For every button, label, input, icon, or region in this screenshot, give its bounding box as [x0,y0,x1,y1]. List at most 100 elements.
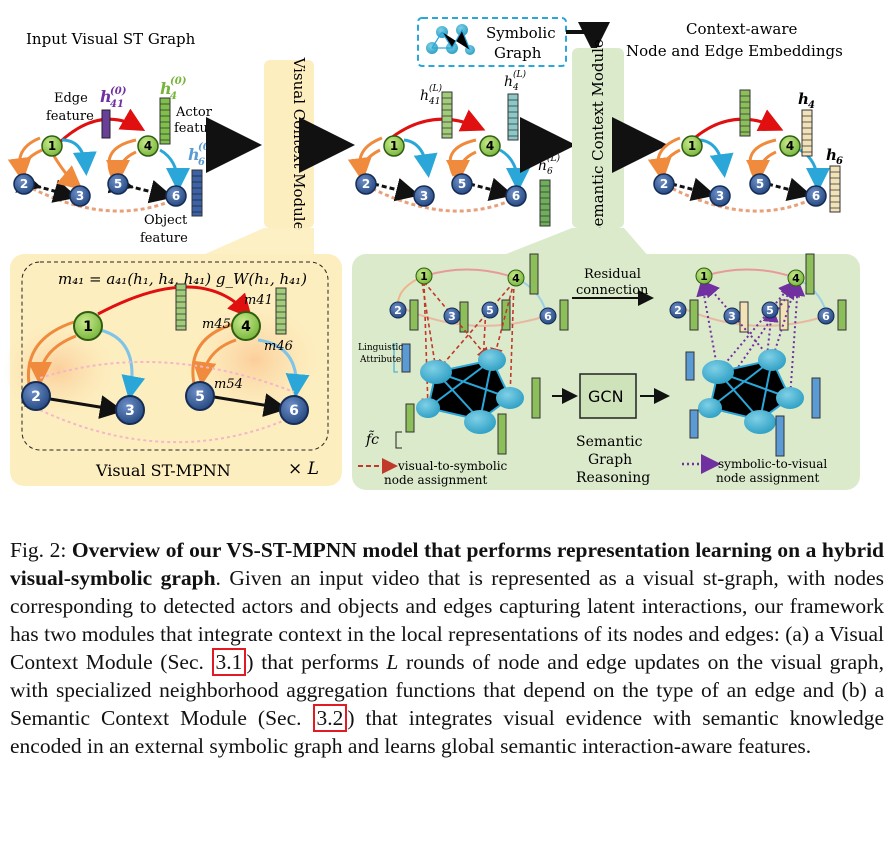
object-feature-vector [191,169,203,217]
svg-text:(L): (L) [547,153,560,164]
h4-output-label: h [798,90,809,108]
svg-text:4: 4 [786,139,794,153]
m45-label: m45 [202,317,231,332]
svg-text:2: 2 [31,389,41,405]
svg-text:4: 4 [512,272,520,285]
svg-text:Graph: Graph [494,44,542,62]
svg-text:connection: connection [576,283,649,298]
svg-text:6: 6 [544,310,552,323]
middle-nodes: 1 4 2 3 5 6 [355,135,527,207]
output-feature-vectors [739,89,841,213]
svg-text:3: 3 [716,189,724,203]
h6-L-label: h [538,158,547,174]
m46-label: m46 [264,339,293,354]
svg-text:3: 3 [125,403,135,419]
semantic-context-module-box: Semantic Context Module [572,39,624,237]
svg-text:6: 6 [198,157,205,168]
symbolic-graph-box: Symbolic Graph [417,17,567,67]
actor-feature-vector [159,97,171,145]
svg-text:4: 4 [808,100,815,111]
semantic-panel-nodes: 1 4 2 3 5 6 1 4 2 3 5 6 [389,267,835,325]
svg-text:6: 6 [822,310,830,323]
h6-0-label: h [188,145,200,164]
linguistic-attribute-label: Linguistic [358,343,403,353]
svg-text:1: 1 [83,319,93,335]
arrow-symbolic-to-scm [566,22,610,54]
svg-text:4: 4 [512,83,519,93]
h6-output-label: h [826,146,837,164]
section-ref-3-1[interactable]: 3.1 [211,648,247,676]
overview-figure: Input Visual ST Graph 1 4 2 3 5 6 Edge f… [2,17,860,490]
svg-text:1: 1 [420,270,428,283]
visual-st-mpnn-label: Visual ST-MPNN [95,461,231,480]
svg-text:41: 41 [110,99,124,110]
edge-feature-label: Edge [54,91,88,106]
svg-text:node assignment: node assignment [716,471,819,485]
scm-zoom-wedge [496,228,650,258]
message-equation: m₄₁ = a₄₁(h₁, h₄, h₄₁) g_W(h₁, h₄₁) [58,270,307,288]
svg-text:5: 5 [458,177,466,191]
svg-text:Graph: Graph [588,452,632,468]
section-ref-3-2[interactable]: 3.2 [312,704,348,732]
svg-text:3: 3 [728,310,736,323]
svg-text:5: 5 [766,304,774,317]
visual-st-mpnn-panel: m₄₁ = a₄₁(h₁, h₄, h₄₁) g_W(h₁, h₄₁) [2,254,342,486]
semantic-context-module-label: Semantic Context Module [589,39,607,237]
edge-feature-vector [101,109,111,139]
svg-text:(0): (0) [170,76,187,87]
svg-text:6: 6 [836,156,843,167]
h4-L-label: h [504,74,513,90]
svg-text:6: 6 [812,189,820,203]
actor-feature-label-2: feature [174,121,222,136]
svg-text:(L): (L) [513,69,526,80]
middle-visual-graph [347,109,530,213]
input-graph-title: Input Visual ST Graph [26,30,196,48]
figure-caption: Fig. 2: Overview of our VS-ST-MPNN model… [10,538,885,758]
visual-context-module-box: Visual Context Module [264,57,314,231]
residual-label: Residual [584,267,641,282]
v2s-legend-label: visual-to-symbolic [397,459,508,473]
svg-text:3: 3 [448,310,456,323]
svg-text:4: 4 [170,91,177,102]
svg-text:5: 5 [114,177,122,191]
svg-text:1: 1 [390,139,398,153]
svg-text:3: 3 [420,189,428,203]
svg-text:4: 4 [792,272,800,285]
edge-feature-label-2: feature [46,109,94,124]
svg-text:5: 5 [195,389,205,405]
fc-label: f̃c [365,430,379,448]
symbolic-graph-label: Symbolic [486,24,556,42]
svg-text:1: 1 [48,139,56,153]
h41-L-label: h [420,88,429,104]
svg-text:4: 4 [144,139,152,153]
output-title: Context-aware [686,20,798,38]
object-feature-label-2: feature [140,231,188,246]
m41-label: m41 [244,293,273,308]
svg-text:Reasoning: Reasoning [576,470,650,486]
input-visual-graph [7,108,190,213]
svg-text:2: 2 [674,304,682,317]
output-nodes: 1 4 2 3 5 6 [653,135,827,207]
output-visual-graph [647,109,830,213]
svg-text:node assignment: node assignment [384,473,487,487]
svg-text:6: 6 [172,189,180,203]
m54-label: m54 [214,377,243,392]
svg-text:41: 41 [428,97,440,107]
svg-text:1: 1 [700,270,708,283]
vcm-zoom-wedge [196,228,314,258]
svg-text:(L): (L) [429,83,442,94]
svg-text:2: 2 [394,304,402,317]
svg-text:6: 6 [547,167,553,177]
svg-text:3: 3 [76,189,84,203]
s2v-legend-label: symbolic-to-visual [718,457,827,471]
h41-0-label: h [100,87,112,106]
svg-text:2: 2 [362,177,370,191]
middle-feature-vectors [441,91,551,227]
svg-text:6: 6 [512,189,520,203]
svg-text:4: 4 [241,319,251,335]
svg-text:5: 5 [756,177,764,191]
svg-text:Attribute: Attribute [359,355,401,365]
svg-text:2: 2 [660,177,668,191]
object-feature-label: Object [144,213,188,228]
svg-text:(0): (0) [198,142,215,153]
